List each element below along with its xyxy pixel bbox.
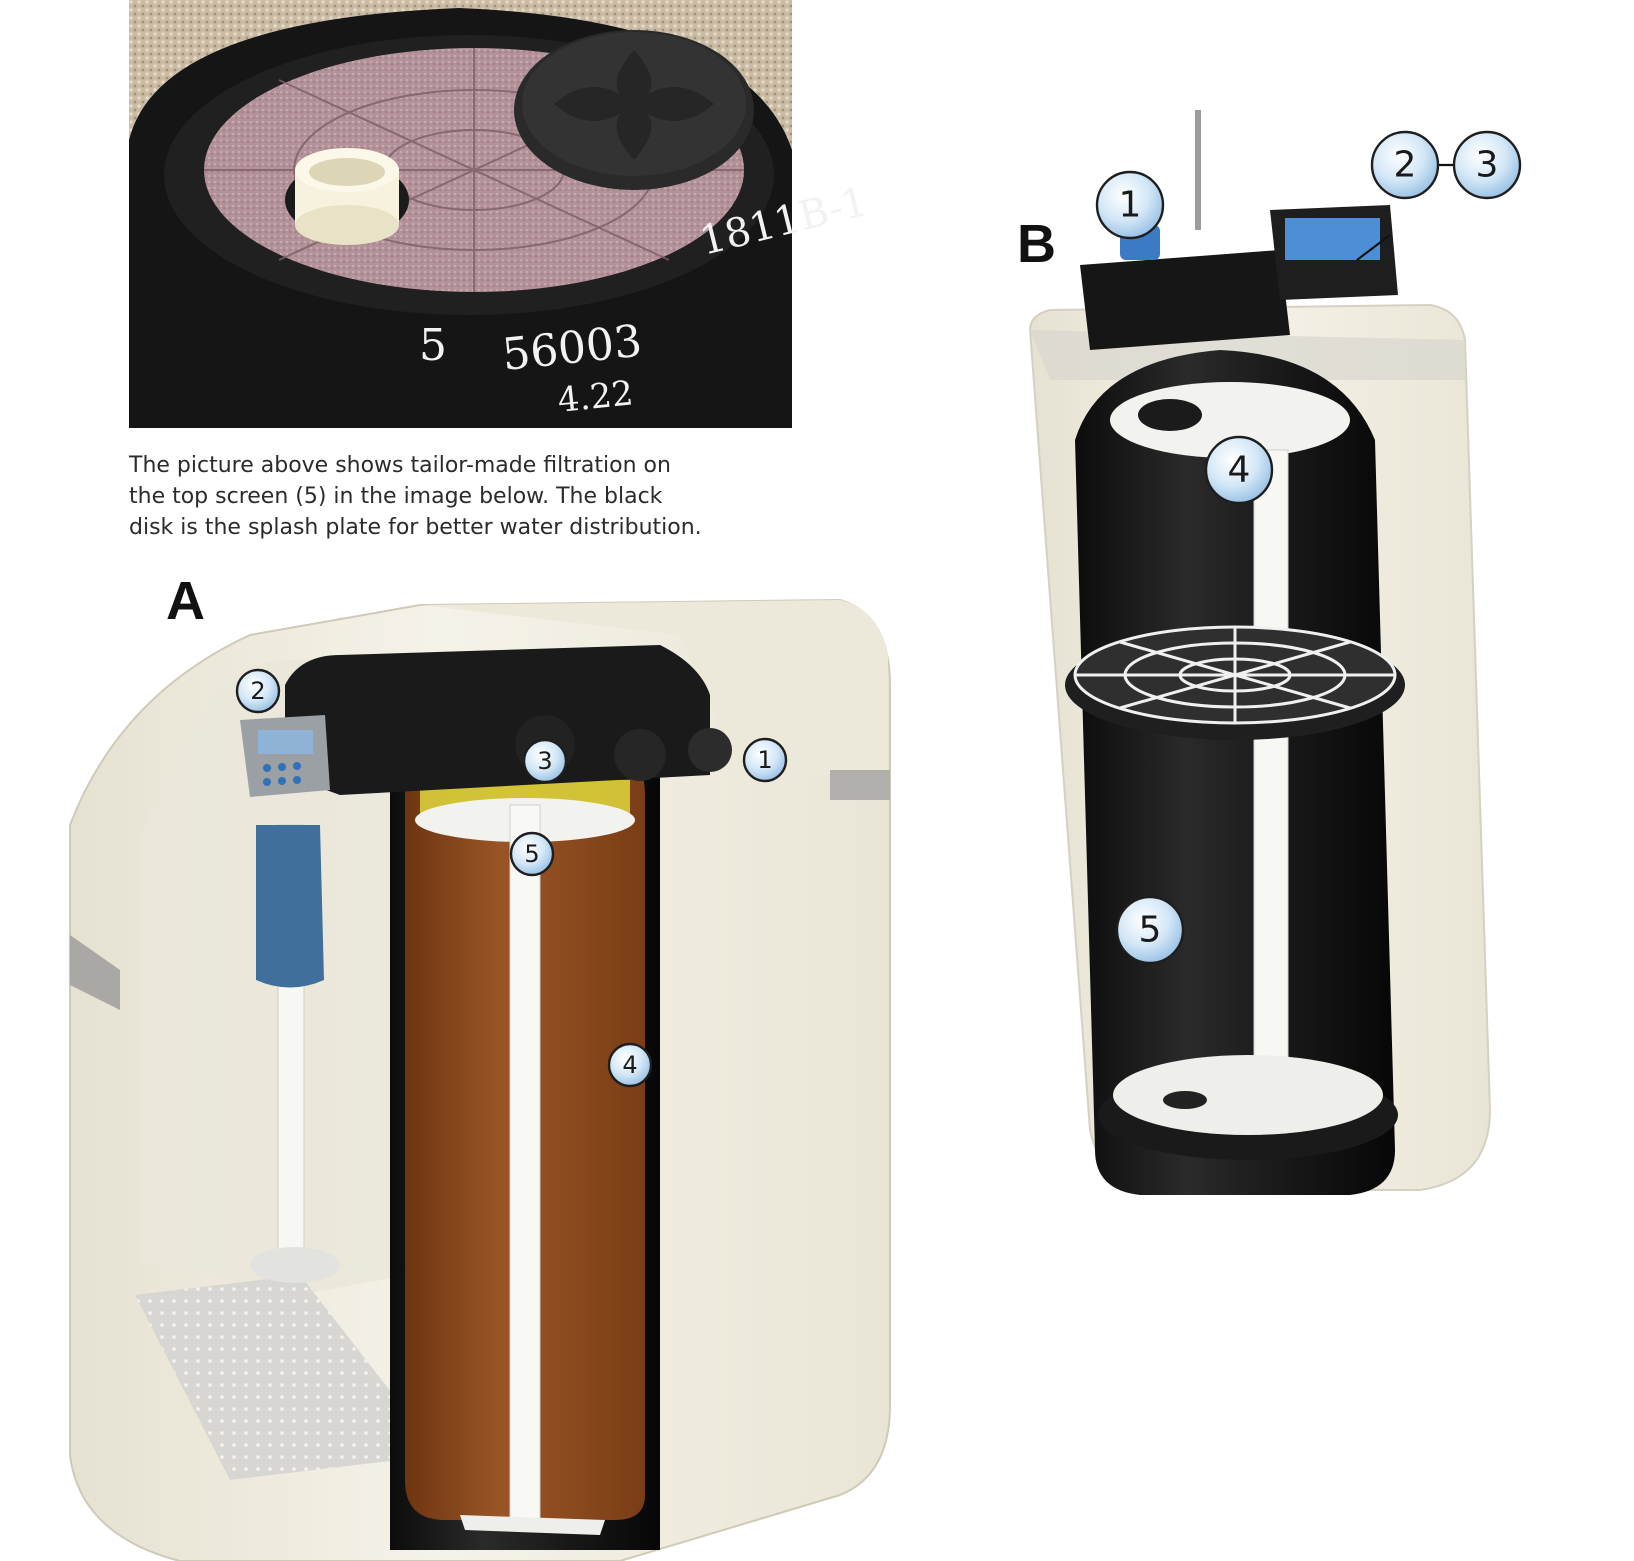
control-valve-b [1080, 250, 1290, 350]
diagram-b-cutaway: 1 2 3 4 5 [1028, 110, 1522, 1195]
callout-number: 1 [1119, 185, 1142, 226]
callout-a-1: 1 [742, 737, 788, 783]
diagram-b-label: B [1017, 214, 1056, 274]
grid-plate-b [1065, 625, 1405, 740]
callout-b-3: 3 [1452, 130, 1522, 200]
tank-shell-b [1075, 350, 1395, 1195]
callout-number: 2 [250, 677, 265, 705]
caption-line: disk is the splash plate for better wate… [129, 515, 702, 540]
callout-number: 5 [1139, 910, 1162, 951]
cabinet-lid [420, 600, 888, 775]
callout-b-5: 5 [1115, 895, 1185, 965]
caption-line: the top screen (5) in the image below. T… [129, 484, 663, 509]
callout-number: 4 [1228, 450, 1251, 491]
callout-b-1: 1 [1095, 170, 1165, 240]
callout-b-2: 2 [1370, 130, 1440, 200]
riser-tube-b [1253, 449, 1289, 1131]
controller-display [240, 715, 330, 797]
callout-b-4: 4 [1204, 435, 1274, 505]
salt-grid-floor [135, 1275, 440, 1480]
callout-number: 3 [1476, 145, 1499, 186]
control-valve [285, 645, 710, 795]
callout-number: 5 [524, 840, 539, 868]
callout-number: 2 [1394, 145, 1417, 186]
callout-a-3: 3 [522, 738, 568, 784]
callout-number: 4 [622, 1051, 637, 1079]
callout-a-5: 5 [509, 831, 555, 877]
callout-a-2: 2 [235, 668, 281, 714]
bottom-distributor-b [1113, 1055, 1383, 1135]
callout-number: 1 [757, 746, 772, 774]
callout-a-4: 4 [607, 1042, 653, 1088]
brine-float [256, 825, 324, 988]
filter-top-photo: 1811B-1 5 56003 4.22 [129, 0, 872, 428]
caption-line: The picture above shows tailor-made filt… [129, 453, 671, 478]
diagram-a-label: A [166, 571, 205, 631]
splash-plate [514, 30, 754, 190]
photo-caption: The picture above shows tailor-made filt… [129, 450, 849, 543]
callout-number: 3 [537, 747, 552, 775]
tank-marking-number: 5 [419, 320, 447, 371]
riser-tube-a [509, 804, 541, 1521]
tank-marking-date: 4.22 [556, 373, 635, 421]
diagram-a-cutaway: 2 3 1 5 4 [69, 598, 891, 1561]
